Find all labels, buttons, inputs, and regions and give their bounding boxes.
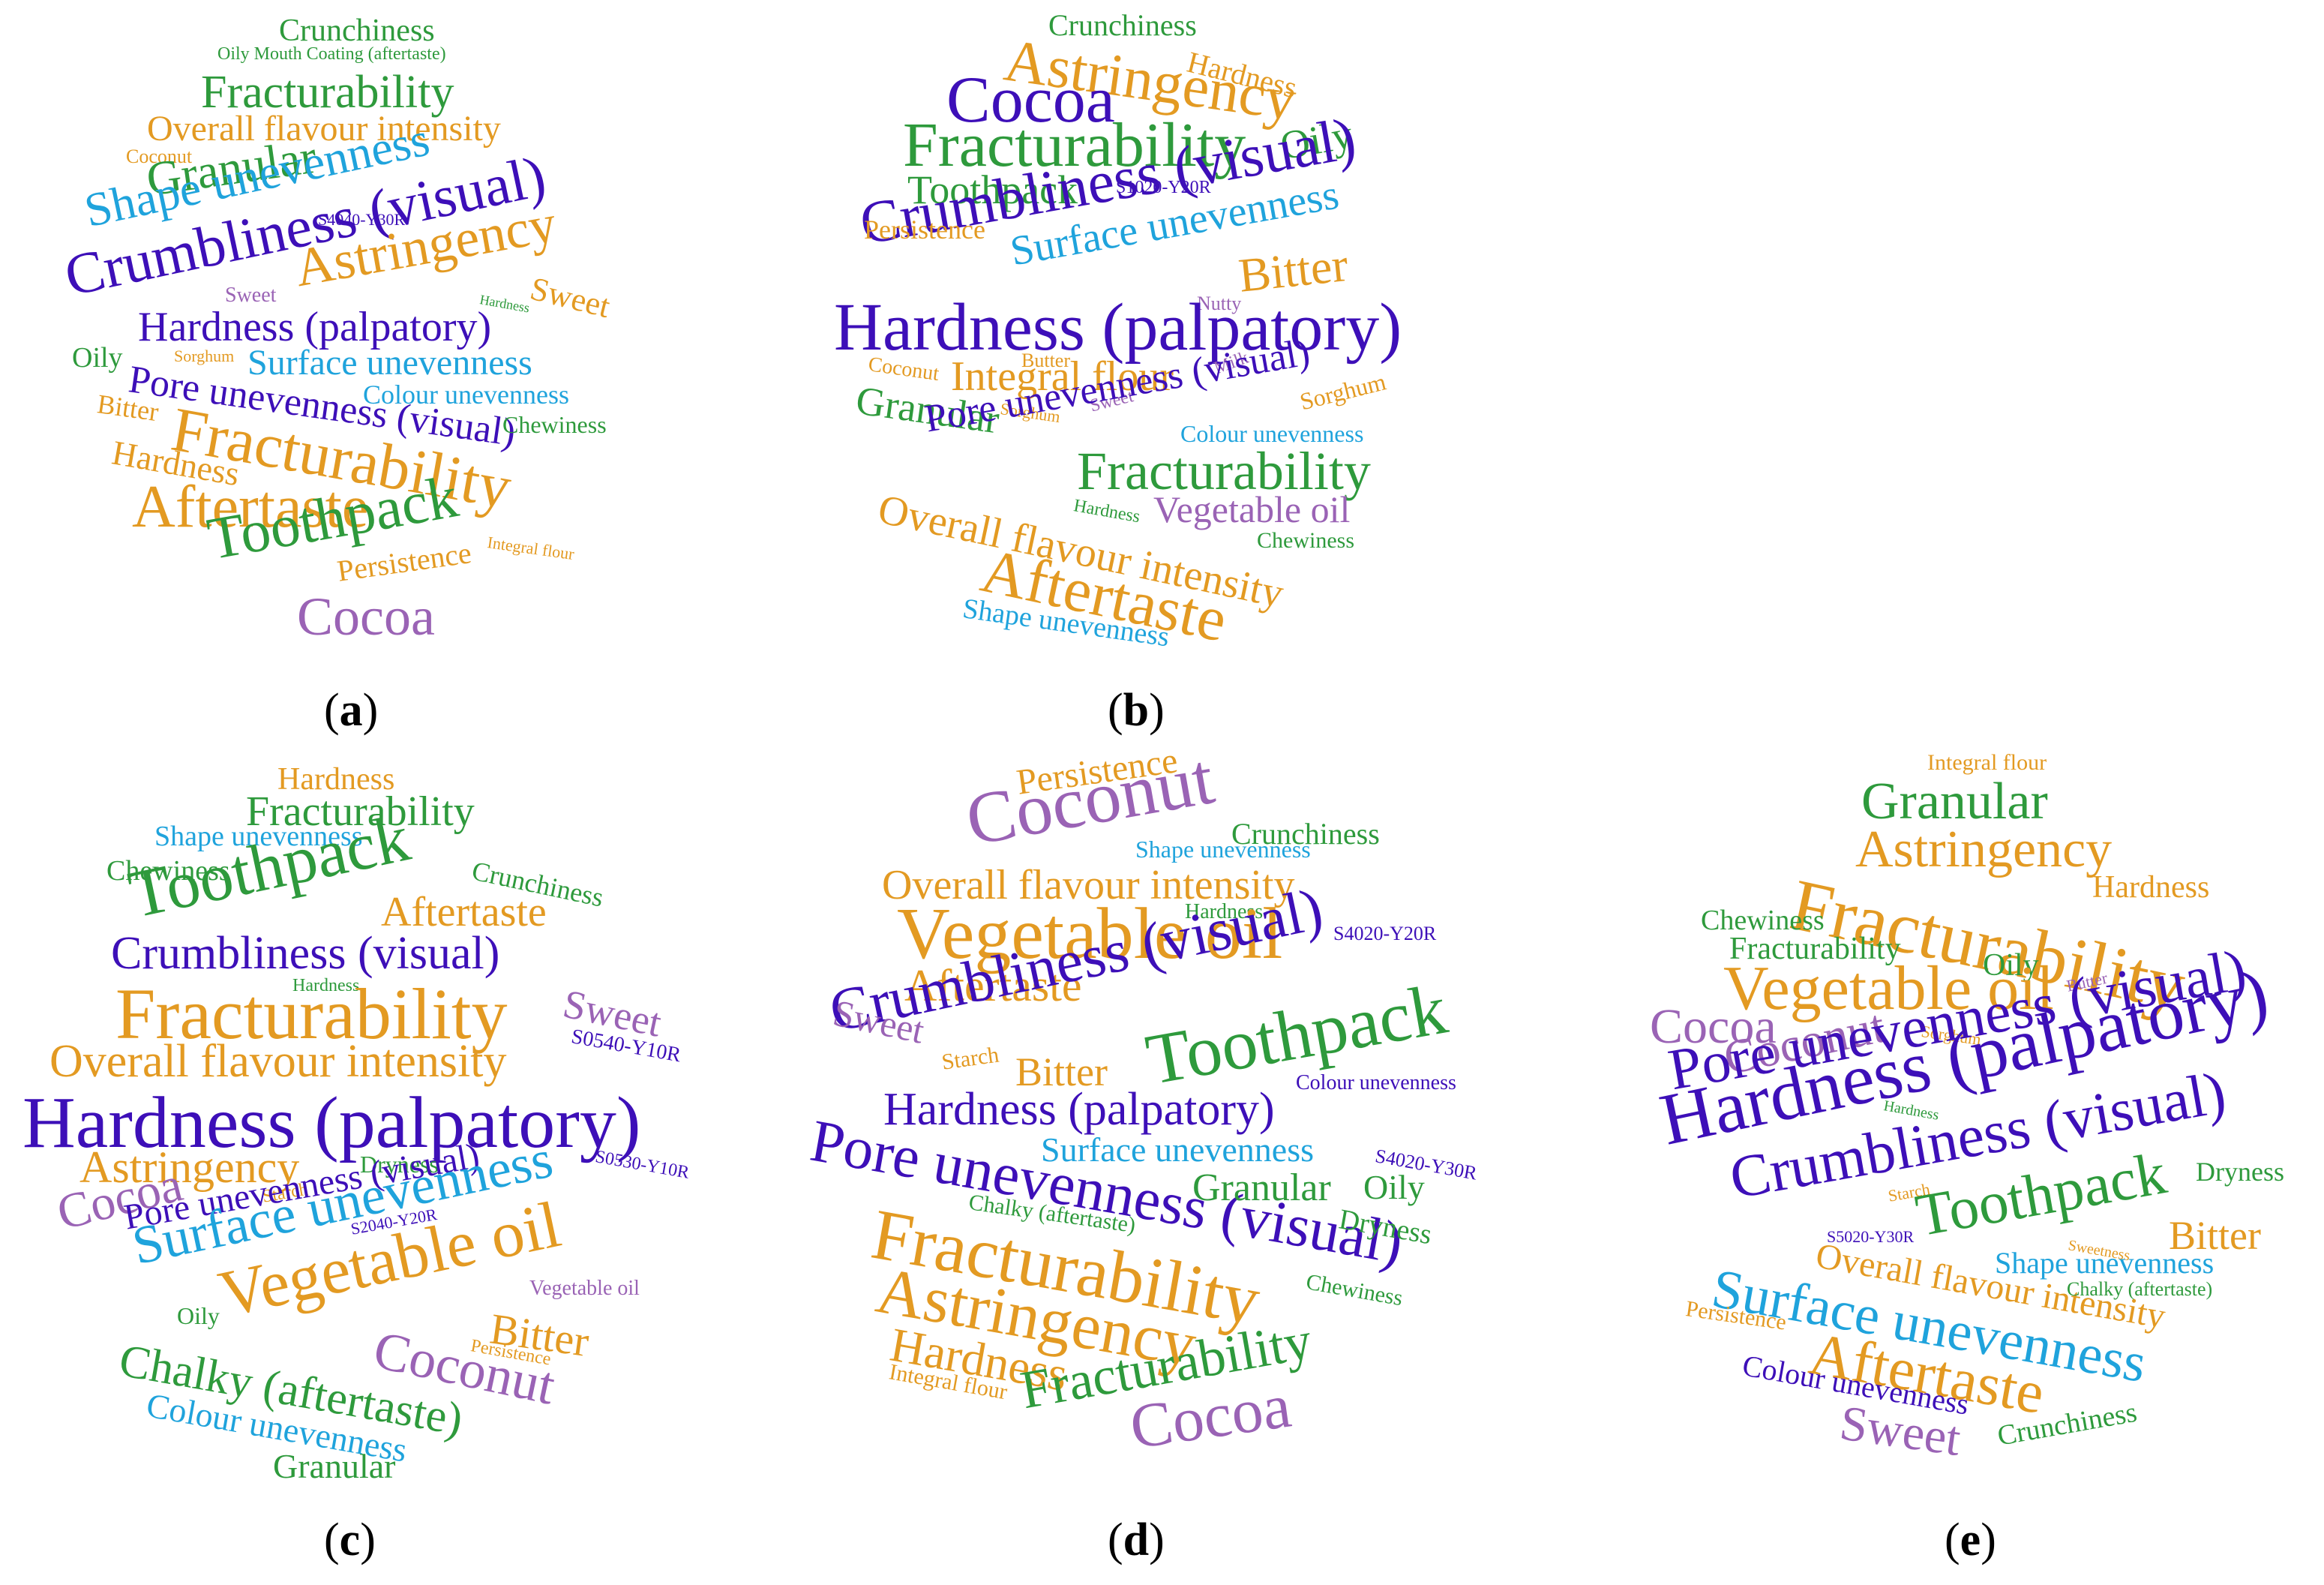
cloud-word: Bitter [2169,1213,2261,1258]
panel-label-b: (b) [1108,685,1165,736]
panel-label-d: (d) [1108,1514,1165,1565]
cloud-word: Colour unevenness [1180,420,1364,447]
cloud-word: S0530-Y10R [593,1147,691,1183]
cloud-word: Starch [940,1042,1001,1075]
cloud-word: Hardness (palpatory) [138,304,492,350]
cloud-word: Overall flavour intensity [49,1036,507,1087]
cloud-word: Chewiness [1304,1269,1405,1311]
cloud-word: Chalky (aftertaste) [2067,1278,2213,1300]
cloud-word: Fracturability [115,974,508,1054]
cloud-word: Persistence [864,215,985,245]
cloud-word: Dryness [2196,1157,2284,1187]
cloud-word: Fracturability [201,67,454,118]
cloud-word: Colour unevenness [1296,1071,1456,1094]
cloud-word: Astringency [1855,821,2113,878]
cloud-word: Surface unevenness [247,343,532,383]
cloud-word: Chewiness [1701,905,1825,936]
cloud-word: S5020-Y30R [1827,1227,1915,1246]
cloud-word: Hardness [1185,900,1264,923]
cloud-word: S4020-Y20R [1333,923,1437,944]
cloud-word: Bitter [1015,1049,1108,1094]
cloud-word: Crunchiness [1231,817,1380,851]
cloud-word: Chewiness [1257,528,1354,553]
cloud-word: Cocoa [297,587,435,647]
cloud-word: Oily Mouth Coating (aftertaste) [217,44,446,64]
cloud-word: Toothpack [907,167,1078,212]
cloud-word: Aftertaste [381,889,547,935]
cloud-word: Oily [1363,1168,1425,1206]
cloud-word: Chewiness [106,855,230,887]
panel-label-c: (c) [324,1514,376,1565]
cloud-word: Hardness [277,762,395,797]
cloud-word: Sweet [225,284,277,307]
cloud-word: Coconut [126,146,193,167]
cloud-word: Vegetable oil [1153,488,1351,530]
cloud-word: Chewiness [502,411,607,438]
cloud-word: Hardness (palpatory) [834,290,1402,365]
cloud-word: Vegetable oil [897,893,1283,974]
cloud-word: Shape unevenness [1995,1246,2215,1280]
cloud-word: Dryness [360,1151,439,1178]
cloud-word: Hardness [292,976,360,995]
cloud-word: Crunchiness [1048,8,1197,42]
cloud-word: Oily [1983,948,2039,983]
panel-label-a: (a) [324,685,379,736]
cloud-word: Sorghum [1297,368,1389,416]
cloud-word: Fracturability [903,110,1246,180]
cloud-word: Astringency [79,1142,300,1192]
cloud-word: Cocoa [946,64,1115,137]
cloud-word: S1020-Y20R [1116,178,1211,197]
cloud-word: Fracturability [1729,932,1901,966]
cloud-word: Overall flavour intensity [147,109,501,149]
cloud-word: Fracturability [246,788,475,835]
cloud-word: Aftertaste [132,474,369,540]
cloud-word: Colour unevenness [363,380,569,410]
cloud-word: Overall flavour intensity [882,862,1295,908]
panel-label-e: (e) [1945,1514,1996,1565]
cloud-word: Sorghum [174,347,235,365]
cloud-word: Hardness [2092,870,2210,905]
cloud-word: Butter [1021,350,1070,371]
cloud-word: Hardness (palpatory) [22,1082,641,1163]
cloud-word: Fracturability [1077,441,1371,501]
cloud-word: Vegetable oil [529,1277,640,1300]
cloud-word: Granular [1192,1166,1331,1209]
cloud-word: Nutty [1197,293,1242,314]
cloud-word: Vegetable oil [1723,953,2054,1023]
cloud-word: Cocoa [1650,999,1777,1054]
cloud-word: Shape unevenness [154,821,363,852]
cloud-word: Crumbliness (visual) [111,928,500,979]
cloud-word: Oily [177,1302,220,1329]
cloud-word: Surface unevenness [1041,1130,1315,1169]
cloud-word: Sweet [526,269,614,326]
cloud-word: Bitter [95,389,160,428]
cloud-word: Integral flour [486,533,576,564]
cloud-word: Granular [273,1447,396,1485]
cloud-word: Crunchiness [279,14,435,48]
cloud-word: Granular [1861,773,2048,830]
cloud-word: Hardness (palpatory) [883,1084,1275,1135]
cloud-word: Oily [72,342,123,374]
cloud-word: Shape unevenness [1135,836,1311,863]
cloud-word: Aftertaste [904,961,1082,1010]
cloud-word: Integral flour [1927,750,2047,775]
cloud-word: Integral flour [951,353,1174,400]
cloud-word: S4040-Y30R [318,210,406,229]
cloud-word: Hardness [1072,496,1142,527]
